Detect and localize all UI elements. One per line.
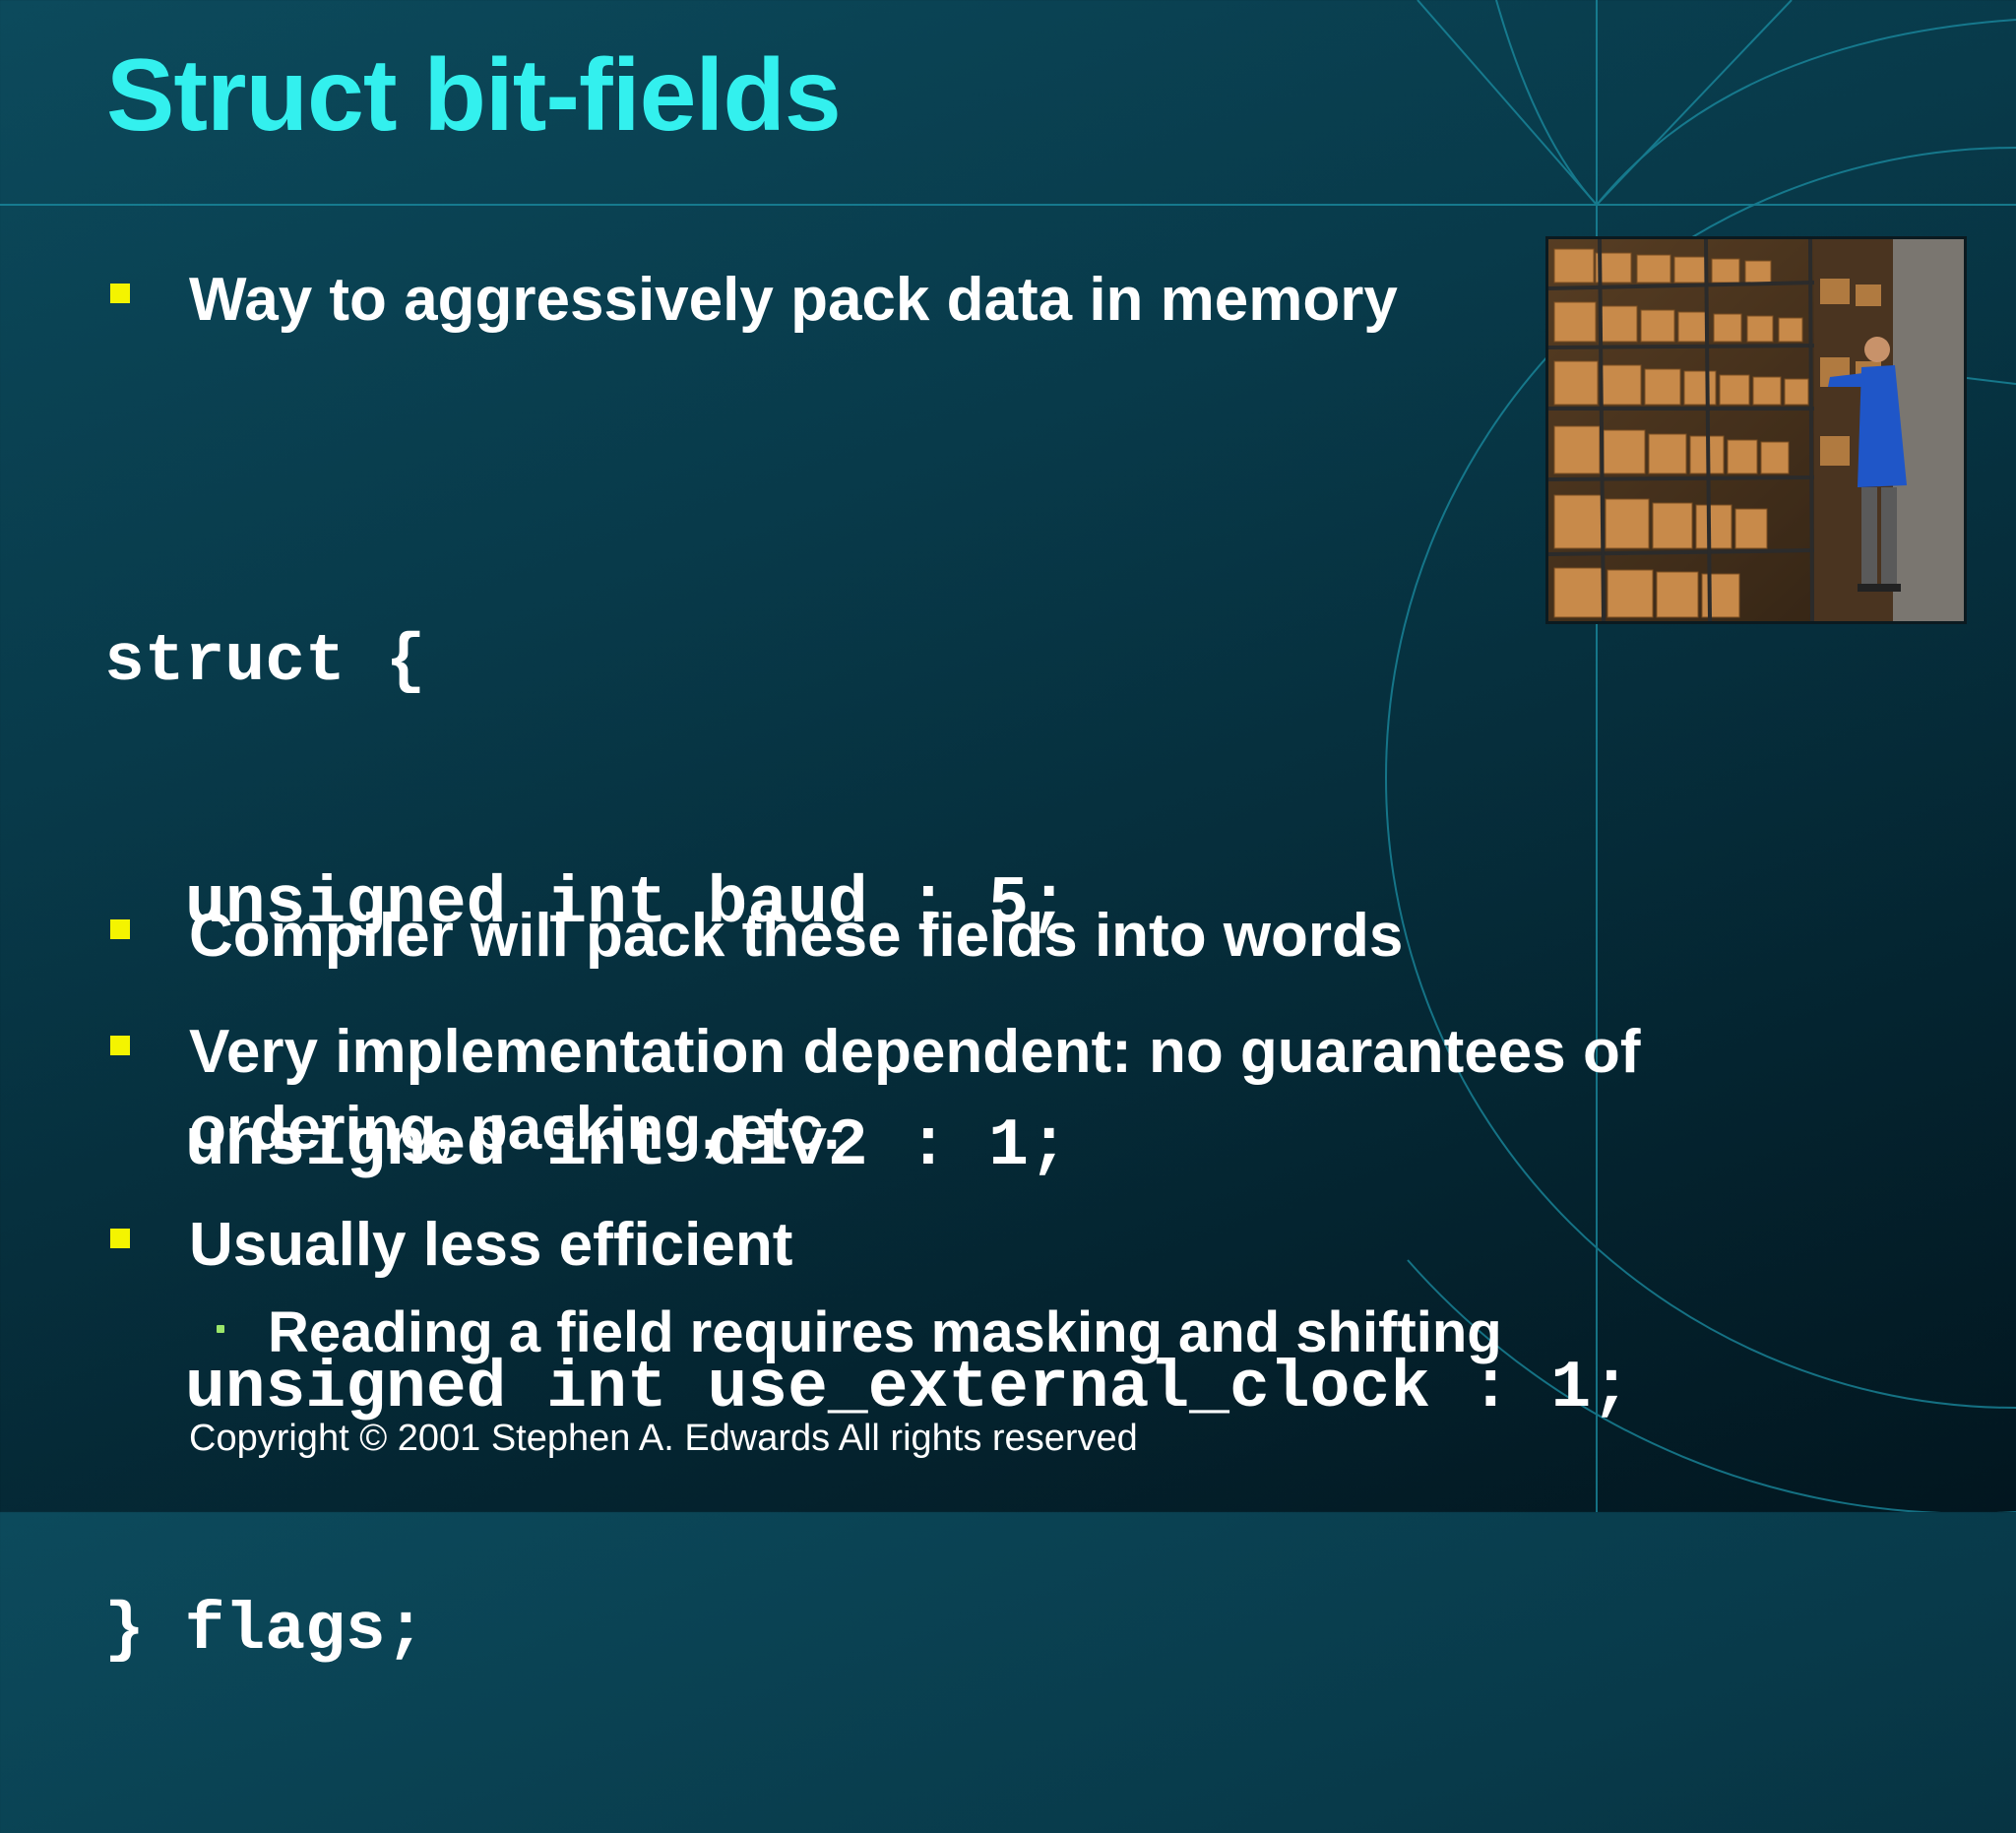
sub-bullet-masking: Reading a field requires masking and shi… — [213, 1297, 1886, 1368]
code-line: unsigned int div2 : 1; — [185, 1108, 1069, 1184]
bullet-implementation-dependent: Very implementation dependent: no guaran… — [106, 1014, 1858, 1168]
bullet-compiler-pack: Compiler will pack these fields into wor… — [106, 898, 1878, 975]
code-line: unsigned int use_external_clock : 1; — [185, 1351, 1632, 1426]
bullet-pack-data: Way to aggressively pack data in memory — [106, 262, 1878, 339]
code-line: unsigned int baud : 5; — [185, 866, 1069, 942]
sub-bullet-marker — [217, 1325, 224, 1333]
bullet-marker — [110, 284, 130, 303]
bullet-marker — [110, 1036, 130, 1055]
slide-title: Struct bit-fields — [106, 38, 842, 153]
copyright-footer: Copyright © 2001 Stephen A. Edwards All … — [189, 1418, 1138, 1459]
bullet-marker — [110, 1229, 130, 1248]
slide: Struct bit-fields Way to aggressively pa… — [0, 0, 2016, 1512]
bullet-less-efficient: Usually less efficient — [106, 1207, 1878, 1284]
bullet-marker — [110, 919, 130, 939]
code-line: } flags; — [104, 1593, 426, 1669]
warehouse-photo — [1545, 236, 1967, 624]
bullet-text: Compiler will pack these fields into wor… — [189, 902, 1404, 970]
code-line: struct { — [104, 624, 426, 700]
sub-bullet-text: Reading a field requires masking and shi… — [268, 1300, 1502, 1364]
bullet-text: Usually less efficient — [189, 1211, 793, 1279]
bullet-text: Very implementation dependent: no guaran… — [189, 1018, 1641, 1163]
warehouse-illustration — [1548, 239, 1964, 621]
bullet-text: Way to aggressively pack data in memory — [189, 266, 1398, 334]
